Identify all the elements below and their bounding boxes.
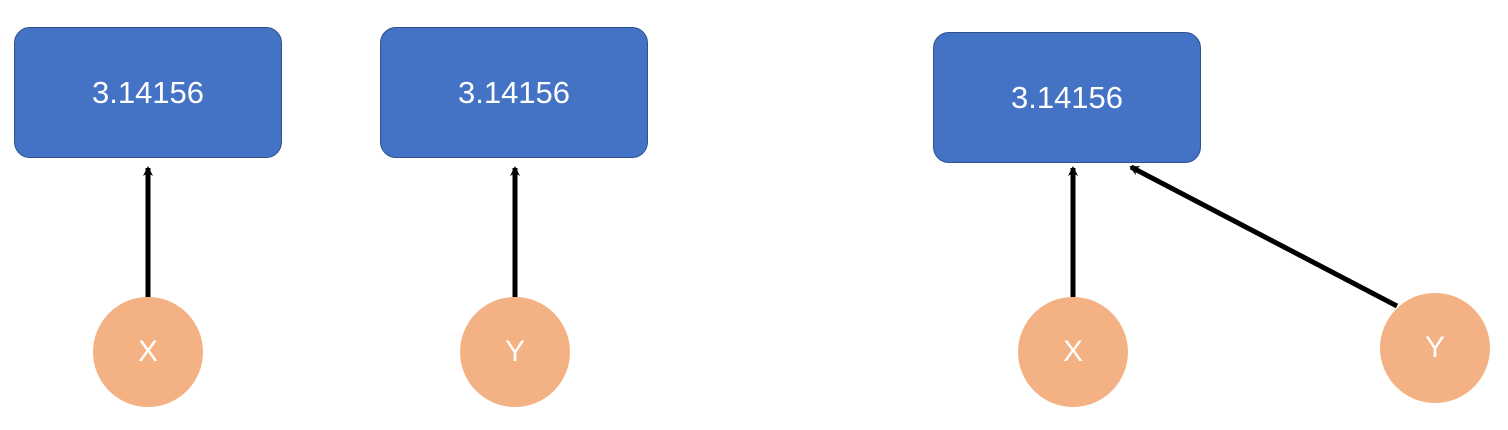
- value-box-3: 3.14156: [933, 32, 1201, 163]
- variable-node-x-3: X: [1018, 297, 1128, 407]
- variable-node-y-2-label: Y: [504, 335, 525, 368]
- arrow-y-to-box-3: [1129, 164, 1399, 309]
- value-box-2-label: 3.14156: [457, 74, 571, 110]
- variable-node-y-3: Y: [1380, 293, 1490, 403]
- value-box-2: 3.14156: [380, 27, 648, 158]
- value-box-1: 3.14156: [14, 27, 282, 158]
- variable-node-y-3-label: Y: [1424, 331, 1445, 364]
- value-box-3-label: 3.14156: [1010, 79, 1124, 115]
- variable-node-x-1-label: X: [137, 335, 158, 368]
- variable-node-x-3-label: X: [1062, 335, 1083, 368]
- variable-node-x-1: X: [93, 297, 203, 407]
- variable-node-y-2: Y: [460, 297, 570, 407]
- value-box-1-label: 3.14156: [91, 74, 205, 110]
